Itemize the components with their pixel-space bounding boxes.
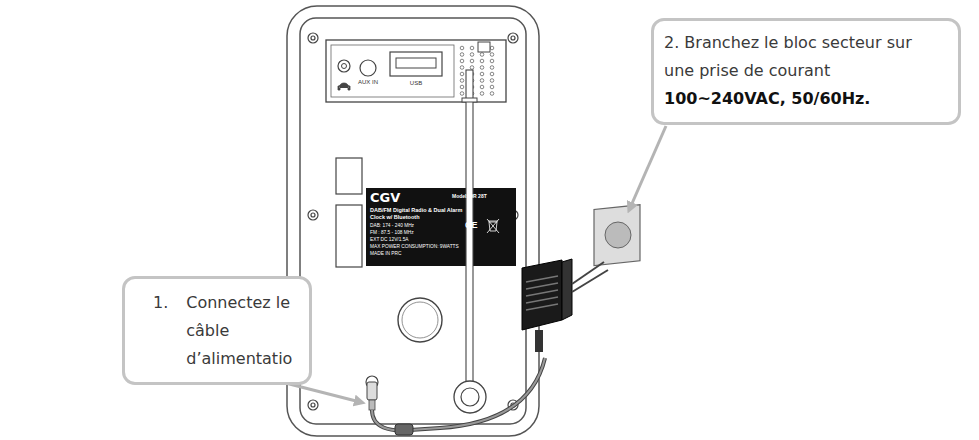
radio-housing bbox=[287, 6, 539, 436]
antenna-pivot bbox=[461, 388, 479, 406]
product-name: Clock w/ Bluetooth bbox=[370, 214, 420, 220]
screws bbox=[308, 33, 518, 410]
adapter-ribs bbox=[526, 276, 558, 310]
grille-hole bbox=[490, 59, 494, 63]
callout-text: Connectez le câble d’alimentatio bbox=[186, 289, 298, 372]
grille-hole bbox=[470, 59, 474, 63]
power-spec: EXT DC 12V/1.5A bbox=[370, 237, 409, 242]
grille-hole bbox=[480, 59, 484, 63]
grille-hole bbox=[490, 53, 494, 57]
grille-hole bbox=[490, 46, 494, 50]
callout-box: 1.Connectez le câble d’alimentatio bbox=[122, 276, 312, 385]
bass-port bbox=[398, 298, 442, 342]
adapter-rib bbox=[526, 297, 558, 303]
port-label: USB bbox=[410, 80, 422, 87]
origin-note: MADE IN PRC bbox=[370, 251, 401, 256]
side-slot bbox=[336, 158, 362, 194]
speaker-grille bbox=[460, 42, 494, 95]
connector-panel bbox=[326, 40, 506, 102]
grille-hole bbox=[460, 53, 464, 57]
grille-hole bbox=[470, 46, 474, 50]
adapter-prong bbox=[572, 262, 604, 284]
grille-hole bbox=[480, 66, 484, 70]
grille-hole bbox=[460, 72, 464, 76]
grille-hole bbox=[460, 85, 464, 89]
antenna-clip bbox=[462, 98, 477, 102]
ferrite-core bbox=[395, 424, 413, 435]
power-cable bbox=[372, 358, 545, 430]
model-number: Model: DR 28T bbox=[452, 194, 487, 200]
port-label: AUX IN bbox=[358, 79, 378, 86]
socket-recess bbox=[605, 222, 631, 248]
grille-hole bbox=[490, 92, 494, 96]
power-adapter bbox=[522, 260, 562, 330]
weee-cross bbox=[487, 219, 499, 233]
rating-plate bbox=[366, 188, 516, 266]
adapter-rib bbox=[526, 304, 558, 310]
usb-port bbox=[390, 52, 442, 76]
adapter-rib bbox=[526, 290, 558, 296]
brand-name: CGV bbox=[370, 191, 400, 205]
usb-port-inner bbox=[396, 58, 436, 68]
wall-socket bbox=[594, 205, 640, 266]
grille-hole bbox=[490, 72, 494, 76]
grille-hole bbox=[490, 79, 494, 83]
antenna-base bbox=[454, 381, 486, 413]
headphone-jack-inner bbox=[342, 64, 347, 69]
grille-hole bbox=[480, 85, 484, 89]
connector-inset bbox=[331, 45, 454, 97]
grille-hole bbox=[460, 46, 464, 50]
grille-hole bbox=[490, 66, 494, 70]
adapter-strain-relief bbox=[535, 330, 543, 352]
dc-plug-sleeve bbox=[369, 400, 375, 410]
callout-box: 2. Branchez le bloc secteur sur une pris… bbox=[651, 18, 961, 125]
side-slot bbox=[336, 205, 362, 267]
bass-port-inner bbox=[402, 302, 438, 338]
grille-hole bbox=[460, 66, 464, 70]
grille-hole bbox=[480, 79, 484, 83]
grille-hole bbox=[480, 72, 484, 76]
adapter-rib bbox=[526, 283, 558, 289]
aux-in-jack bbox=[360, 60, 376, 76]
ce-mark: CE bbox=[465, 221, 478, 231]
grille-key bbox=[478, 42, 490, 52]
grille-hole bbox=[460, 79, 464, 83]
power-spec: MAX POWER CONSUMPTION: 9WATTS bbox=[370, 244, 459, 249]
callout-text: 100~240VAC, 50/60Hz. bbox=[664, 85, 914, 113]
adapter-prong bbox=[572, 270, 608, 292]
grille-hole bbox=[490, 85, 494, 89]
grille-hole bbox=[480, 92, 484, 96]
product-name: DAB/FM Digital Radio & Dual Alarm bbox=[370, 207, 462, 213]
dc-plug bbox=[367, 382, 377, 400]
headphone-jack bbox=[338, 60, 350, 72]
callout-text: 2. Branchez le bloc secteur sur une pris… bbox=[664, 29, 914, 85]
frequency-spec: DAB: 174 - 240 MHz bbox=[370, 223, 414, 228]
headphone-symbol bbox=[338, 83, 350, 90]
power-adapter-side bbox=[562, 259, 572, 320]
grille-hole bbox=[480, 53, 484, 57]
leader-arrow bbox=[630, 126, 666, 208]
grille-hole bbox=[470, 66, 474, 70]
grille-hole bbox=[470, 53, 474, 57]
step-number: 1. bbox=[153, 289, 168, 372]
radio-back-panel bbox=[300, 18, 526, 424]
adapter-rib bbox=[526, 276, 558, 282]
power-cable-core bbox=[372, 358, 545, 430]
grille-hole bbox=[460, 92, 464, 96]
frequency-spec: FM : 87.5 - 108 MHz bbox=[370, 230, 414, 235]
grille-hole bbox=[460, 59, 464, 63]
